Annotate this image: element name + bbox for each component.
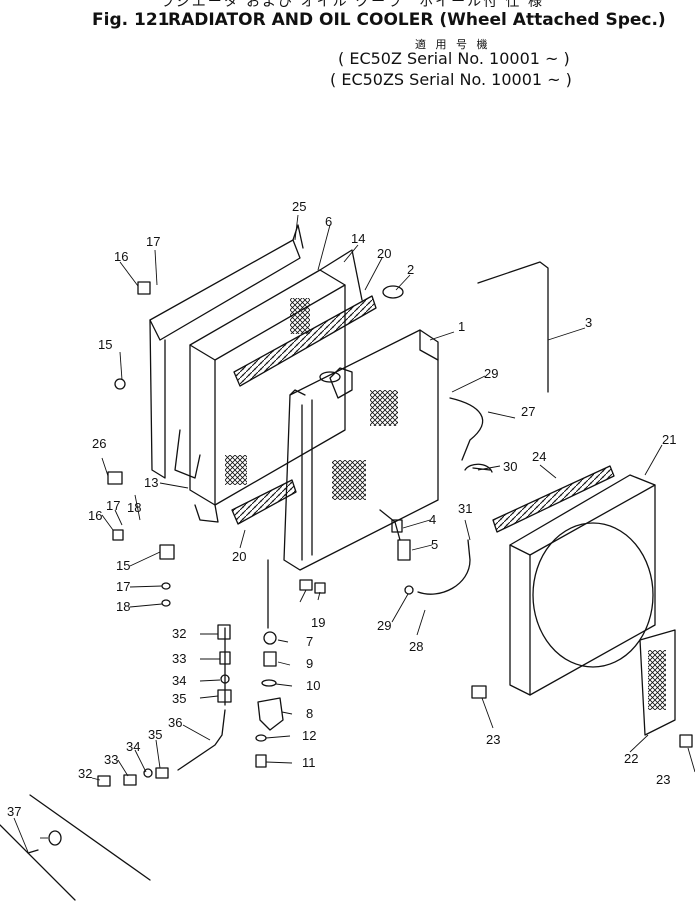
callout-2: 2 xyxy=(407,262,414,277)
callout-23-right: 23 xyxy=(656,772,670,787)
callout-27: 27 xyxy=(521,404,535,419)
callout-34: 34 xyxy=(172,673,186,688)
frame-member xyxy=(0,794,151,901)
hose-clamp xyxy=(404,585,414,595)
callout-14: 14 xyxy=(351,231,365,246)
callout-29: 29 xyxy=(484,366,498,381)
callout-20-lower: 20 xyxy=(232,549,246,564)
callout-17-lower: 17 xyxy=(116,579,130,594)
callout-15: 15 xyxy=(98,337,112,352)
serial-range-ec50z: ( EC50Z Serial No. 10001 ~ ) xyxy=(338,49,570,68)
callout-9: 9 xyxy=(306,656,313,671)
callout-34-lower: 34 xyxy=(126,739,140,754)
radiator-core xyxy=(283,329,439,571)
seal-strip xyxy=(492,465,615,533)
callout-10: 10 xyxy=(306,678,320,693)
callout-4: 4 xyxy=(429,512,436,527)
callout-18: 18 xyxy=(127,500,141,515)
foam-seal-upper xyxy=(233,295,377,387)
callout-35-lower: 35 xyxy=(148,727,162,742)
serial-range-ec50zs: ( EC50ZS Serial No. 10001 ~ ) xyxy=(330,70,572,89)
callout-15-lower: 15 xyxy=(116,558,130,573)
side-cover xyxy=(639,629,676,736)
callout-1: 1 xyxy=(458,319,465,334)
callout-32-lower: 32 xyxy=(78,766,92,781)
lower-hose xyxy=(417,539,471,595)
callout-3: 3 xyxy=(585,315,592,330)
figure-title: RADIATOR AND OIL COOLER (Wheel Attached … xyxy=(168,10,666,30)
callout-7: 7 xyxy=(306,634,313,649)
filter-element xyxy=(257,697,284,731)
callout-24: 24 xyxy=(532,449,546,464)
callout-18-lower: 18 xyxy=(116,599,130,614)
radiator-shroud-assembly xyxy=(149,224,363,523)
callout-30: 30 xyxy=(503,459,517,474)
callout-28: 28 xyxy=(409,639,423,654)
callout-21: 21 xyxy=(662,432,676,447)
callout-6: 6 xyxy=(325,214,332,229)
callout-20: 20 xyxy=(377,246,391,261)
radiator-cap xyxy=(382,285,404,299)
figure-number: Fig. 121 xyxy=(92,10,170,30)
fan-opening xyxy=(532,522,654,668)
foam-seal-lower xyxy=(231,479,297,525)
callout-11: 11 xyxy=(302,755,316,770)
callout-8: 8 xyxy=(306,706,313,721)
callout-16: 16 xyxy=(114,249,128,264)
callout-33: 33 xyxy=(172,651,186,666)
callout-25: 25 xyxy=(292,199,306,214)
callout-12: 12 xyxy=(302,728,316,743)
callout-5: 5 xyxy=(431,537,438,552)
callout-23: 23 xyxy=(486,732,500,747)
fan-guard xyxy=(509,474,656,696)
upper-hose xyxy=(449,397,484,461)
callout-29-lower: 29 xyxy=(377,618,391,633)
callout-31: 31 xyxy=(458,501,472,516)
callout-17-mid: 17 xyxy=(106,498,120,513)
callout-17: 17 xyxy=(146,234,160,249)
callout-16-lower: 16 xyxy=(88,508,102,523)
callout-32: 32 xyxy=(172,626,186,641)
callout-labels: 1 2 3 4 5 6 7 8 9 10 11 12 13 14 15 16 1… xyxy=(7,199,676,819)
oil-line-curve xyxy=(177,709,226,771)
callout-37: 37 xyxy=(7,804,21,819)
applicable-models-label: 適 用 号 機 xyxy=(415,38,491,51)
japanese-title: ラジエータ および オイル クーラ ホイール付 仕 様 xyxy=(160,0,544,10)
callout-36: 36 xyxy=(168,715,182,730)
callout-35: 35 xyxy=(172,691,186,706)
overflow-pipe xyxy=(477,261,549,393)
callout-33-lower: 33 xyxy=(104,752,118,767)
callout-13: 13 xyxy=(144,475,158,490)
callout-26: 26 xyxy=(92,436,106,451)
callout-19: 19 xyxy=(311,615,325,630)
callout-22: 22 xyxy=(624,751,638,766)
